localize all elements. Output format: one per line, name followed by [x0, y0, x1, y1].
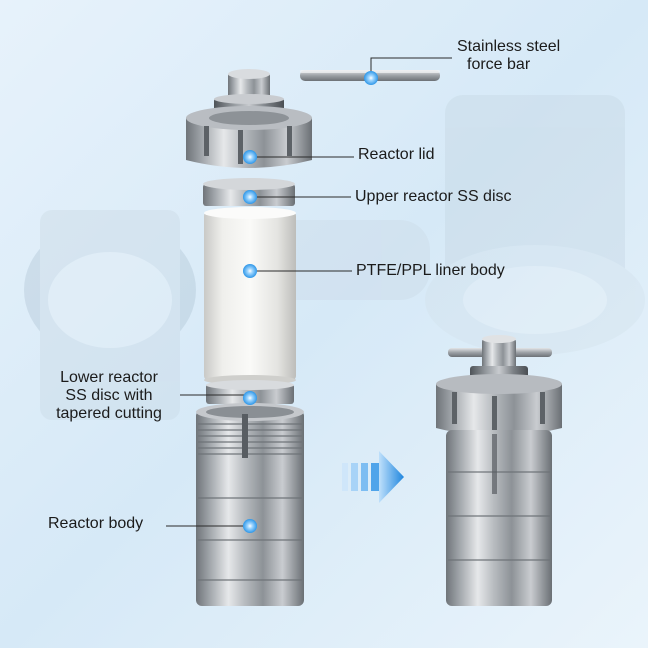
label-lower-disc-line-2: SS disc with	[65, 387, 153, 404]
marker-liner	[243, 264, 257, 278]
marker-reactor-body	[243, 519, 257, 533]
label-force-bar: Stainless steel force bar	[457, 38, 560, 74]
label-lower-disc: Lower reactor SS disc with tapered cutti…	[40, 369, 178, 423]
marker-dots	[243, 71, 378, 533]
assembly-arrow-icon	[342, 451, 404, 503]
label-reactor-body: Reactor body	[48, 515, 144, 532]
reactor-lid-part	[186, 69, 312, 168]
label-lower-disc-line-3: tapered cutting	[56, 405, 162, 422]
marker-lower-disc	[243, 391, 257, 405]
marker-reactor-lid	[243, 150, 257, 164]
marker-force-bar	[364, 71, 378, 85]
leader-lines	[166, 57, 452, 527]
ptfe-liner-part	[204, 207, 296, 385]
label-lower-disc-line-1: Lower reactor	[60, 369, 158, 386]
label-liner: PTFE/PPL liner body	[356, 262, 505, 279]
label-upper-disc: Upper reactor SS disc	[355, 188, 512, 205]
marker-upper-disc	[243, 190, 257, 204]
label-force-bar-line-2: force bar	[467, 56, 531, 73]
reactor-body-part	[196, 403, 304, 606]
assembled-reactor	[436, 335, 562, 606]
label-force-bar-line-1: Stainless steel	[457, 38, 561, 55]
label-reactor-lid: Reactor lid	[358, 146, 435, 163]
